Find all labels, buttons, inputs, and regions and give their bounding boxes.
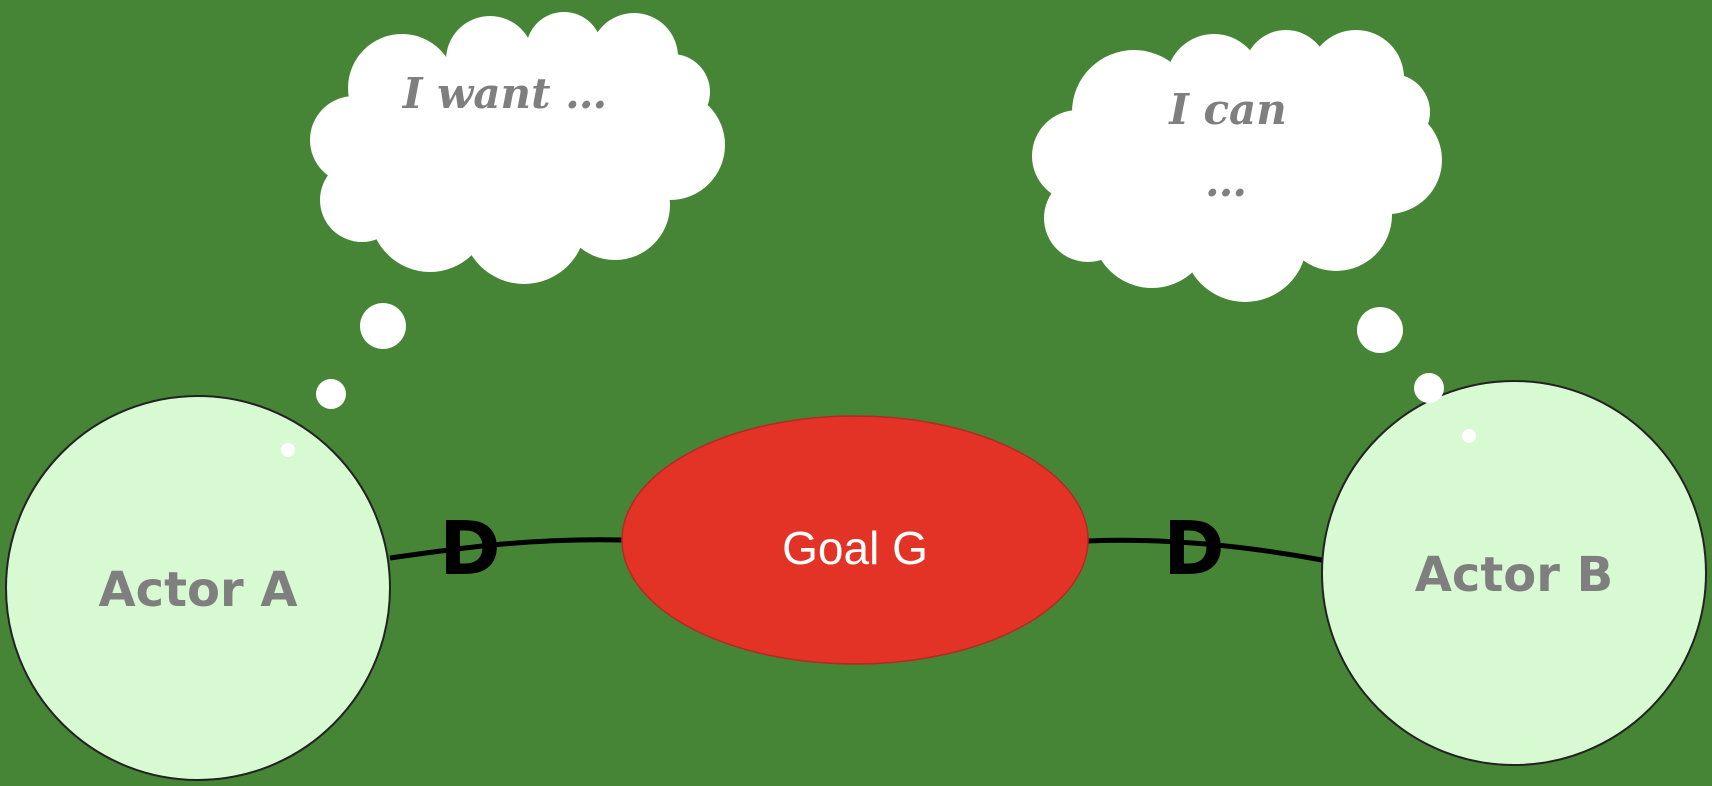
thought-bubble-a-large	[360, 303, 406, 349]
actor-a-label: Actor A	[98, 562, 297, 618]
actor-b-circle[interactable]	[1321, 380, 1707, 766]
dependency-mark-left: D	[439, 506, 500, 592]
thought-bubble-a-small	[281, 443, 295, 457]
actor-a-circle[interactable]	[5, 395, 391, 781]
thought-bubble-b-medium	[1414, 373, 1444, 403]
goal-ellipse[interactable]	[621, 415, 1089, 665]
thought-text-a: I want …	[402, 69, 607, 118]
thought-text-b-line1: I can	[1168, 85, 1287, 134]
thought-cloud-a: I want …	[281, 12, 725, 457]
link-actor-a-to-goal	[389, 537, 623, 561]
link-goal-to-actor-b	[1087, 537, 1323, 563]
thought-bubble-a-medium	[316, 379, 346, 409]
thought-bubble-b-small	[1462, 429, 1476, 443]
goal-label: Goal G	[782, 522, 928, 574]
dependency-mark-right: D	[1163, 506, 1224, 592]
thought-bubble-b-large	[1357, 307, 1403, 353]
thought-cloud-b: I can …	[1032, 30, 1476, 443]
actor-b-label: Actor B	[1415, 547, 1614, 603]
thought-text-b-line2: …	[1205, 157, 1247, 206]
